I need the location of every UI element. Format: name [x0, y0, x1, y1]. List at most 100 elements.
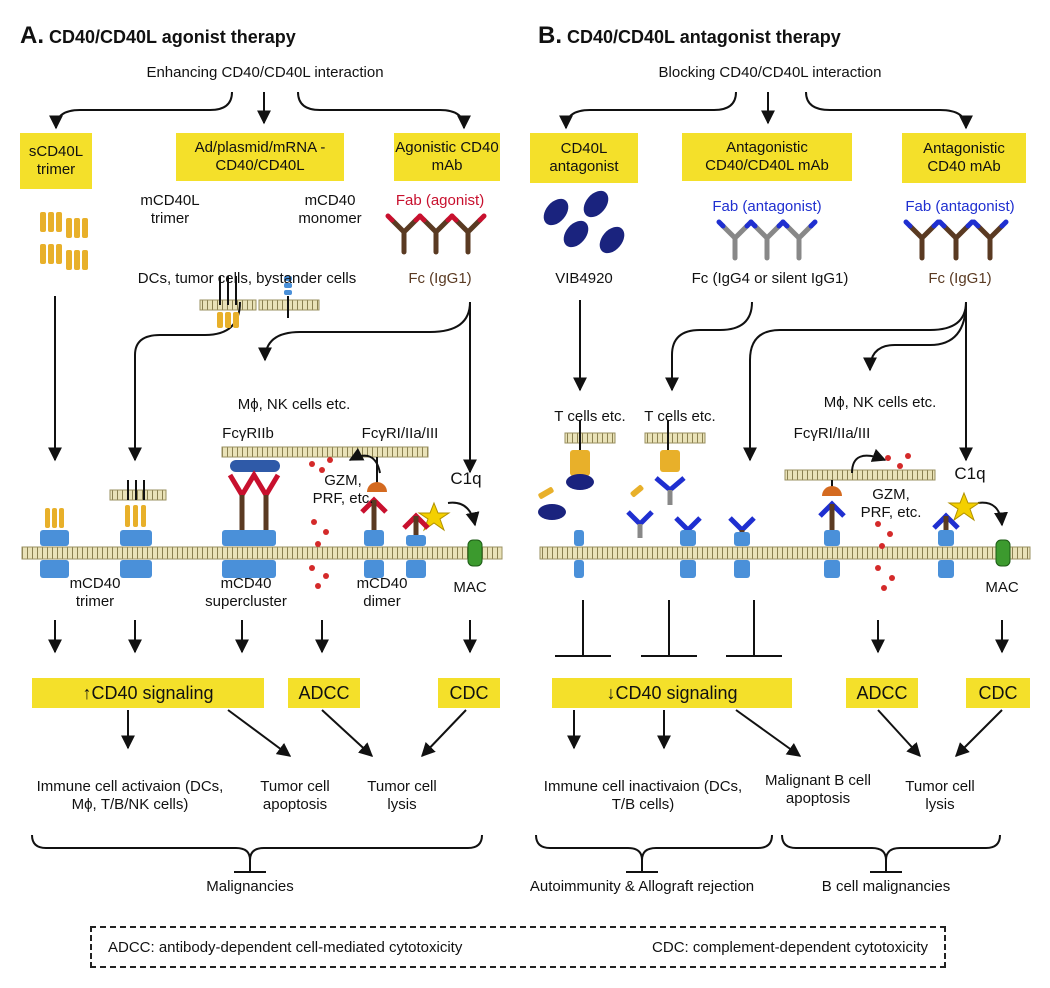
c1q-b [932, 491, 981, 530]
label-mac-b: MAC [985, 579, 1019, 596]
arrow-b-cdc-lysis [955, 709, 1003, 757]
box-cdc-a: CDC [438, 678, 500, 708]
membrane-a-fcr [221, 446, 429, 458]
legend-box: ADCC: antibody-dependent cell-mediated c… [90, 926, 946, 968]
t-cell-cd40l-2 [626, 420, 686, 538]
label-mac-a: MAC [453, 579, 487, 596]
label-tumor-apoptosis: Tumor cell apoptosis [260, 778, 330, 813]
arrow-a-c1q [447, 501, 480, 527]
box-scd40l: sCD40L trimer [20, 133, 92, 189]
gzm-dots-a [309, 457, 333, 589]
mcd40l-trimer-icon [217, 276, 239, 328]
box-antagonistic-cd40: Antagonistic CD40 mAb [902, 133, 1026, 183]
box-adcc-a: ADCC [288, 678, 360, 708]
mac-b-icon [995, 539, 1011, 567]
label-mcd40-supercluster: mCD40 supercluster [205, 575, 287, 610]
brace-a [31, 834, 483, 861]
membrane-a-t [109, 489, 167, 501]
inhibit-b3 [726, 600, 782, 657]
label-b-apoptosis: Malignant B cell apoptosis [765, 772, 871, 807]
arrow-a-adcc-lysis [321, 709, 374, 757]
label-tumor-lysis-b: Tumor cell lysis [905, 778, 975, 813]
label-fcgriib: FcγRIIb [222, 425, 274, 442]
arrow-a-enh-left [49, 91, 233, 130]
mac-a-icon [467, 539, 483, 567]
cd40-supercluster [222, 460, 281, 578]
inhibit-b1 [555, 600, 611, 657]
membrane-b-t1 [564, 432, 616, 444]
label-mcd40-monomer: mCD40 monomer [298, 192, 362, 227]
inhibit-b-brace2 [870, 860, 902, 873]
panel-a-letter: A. [20, 22, 44, 49]
cd40-trimer-mid [120, 480, 152, 578]
label-t-cells-2: T cells etc. [644, 408, 716, 425]
box-antagonistic-mab: Antagonistic CD40/CD40L mAb [682, 133, 852, 181]
mcd40-monomer-icon [284, 276, 292, 318]
antagonist-on-cd40-b [674, 516, 756, 546]
label-gzm-a: GZM, PRF, etc. [312, 472, 374, 507]
antagonist-antibody-icons-1 [716, 219, 818, 261]
label-fab-agonist: Fab (agonist) [395, 192, 485, 209]
label-fcgr-b: FcγRI/IIa/III [793, 425, 871, 442]
label-immune-inactivation: Immune cell inactivaion (DCs, T/B cells) [543, 778, 743, 813]
panel-a-title: A. CD40/CD40L agonist therapy [20, 22, 296, 50]
label-immune-activation: Immune cell activaion (DCs, Mϕ, T/B/NK c… [36, 778, 224, 813]
arrow-b-cd40mab-mid [863, 301, 967, 372]
box-adcc-b: ADCC [846, 678, 918, 708]
label-fc-igg1-b: Fc (IgG1) [928, 270, 992, 287]
fcgr-a [360, 457, 388, 578]
brace-b1 [535, 834, 773, 861]
arrow-b-adcc-lysis [877, 709, 921, 758]
box-cd40l-antagonist: CD40L antagonist [530, 133, 638, 183]
cd40-trimer-left [40, 508, 69, 578]
panel-b-letter: B. [538, 22, 562, 49]
label-tumor-lysis-a: Tumor cell lysis [367, 778, 437, 813]
panel-a-subtitle: Enhancing CD40/CD40L interaction [146, 64, 384, 81]
label-fab-antagonist-2: Fab (antagonist) [905, 198, 1015, 215]
label-fcgr-a: FcγRI/IIa/III [361, 425, 439, 442]
fcgr-b [818, 480, 846, 530]
label-mcd40-dimer: mCD40 dimer [356, 575, 408, 610]
inhibit-b2 [641, 600, 697, 657]
box-cd40-signaling-up: ↑CD40 signaling [32, 678, 264, 708]
t-cell-cd40l-1 [538, 420, 594, 520]
label-mphi-nk-b: Mϕ, NK cells etc. [823, 394, 937, 411]
panel-b-title: B. CD40/CD40L antagonist therapy [538, 22, 841, 50]
box-cdc-b: CDC [966, 678, 1030, 708]
arrow-b-blk-right [805, 91, 973, 130]
label-b-malignancies: B cell malignancies [821, 878, 951, 895]
label-c1q-a: C1q [450, 469, 482, 488]
label-mcd40l-trimer: mCD40L trimer [140, 192, 200, 227]
box-agonist-mab: Agonistic CD40 mAb [394, 133, 500, 181]
gzm-dots-b [875, 453, 911, 591]
legend-adcc: ADCC: antibody-dependent cell-mediated c… [108, 938, 463, 956]
arrow-b-c1q [977, 501, 1008, 527]
arrow-b-gzm [851, 448, 887, 474]
brace-b2 [781, 834, 1001, 861]
arrow-b-blk-left [559, 91, 737, 130]
vib4920-icons [543, 190, 625, 254]
arrow-a-gzm [348, 447, 381, 474]
membrane-b-fcr [784, 469, 936, 481]
label-gzm-b: GZM, PRF, etc. [860, 486, 922, 521]
panel-b-title-text: CD40/CD40L antagonist therapy [567, 27, 841, 47]
arrow-a-enh-right [297, 91, 471, 130]
label-fc-igg1-a: Fc (IgG1) [408, 270, 472, 287]
label-mphi-nk-a: Mϕ, NK cells etc. [237, 396, 351, 413]
label-malignancies: Malignancies [206, 878, 294, 895]
box-cd40-signaling-down: ↓CD40 signaling [552, 678, 792, 708]
label-vib4920: VIB4920 [555, 270, 613, 287]
scd40l-trimer-icons [40, 212, 88, 270]
agonist-antibody-icons [385, 213, 487, 255]
arrow-b-mab-down [665, 301, 753, 392]
membrane-b-t2 [644, 432, 706, 444]
label-mcd40-trimer: mCD40 trimer [69, 575, 121, 610]
membrane-b [539, 546, 1031, 560]
inhibit-b-brace1 [626, 860, 658, 873]
membrane-a [21, 546, 503, 560]
arrow-a-cdc-lysis [421, 709, 467, 758]
arrow-a-mab-left [258, 301, 471, 362]
arrow-a-sig-apop [227, 709, 292, 757]
label-fc-igg4: Fc (IgG4 or silent IgG1) [691, 270, 849, 287]
